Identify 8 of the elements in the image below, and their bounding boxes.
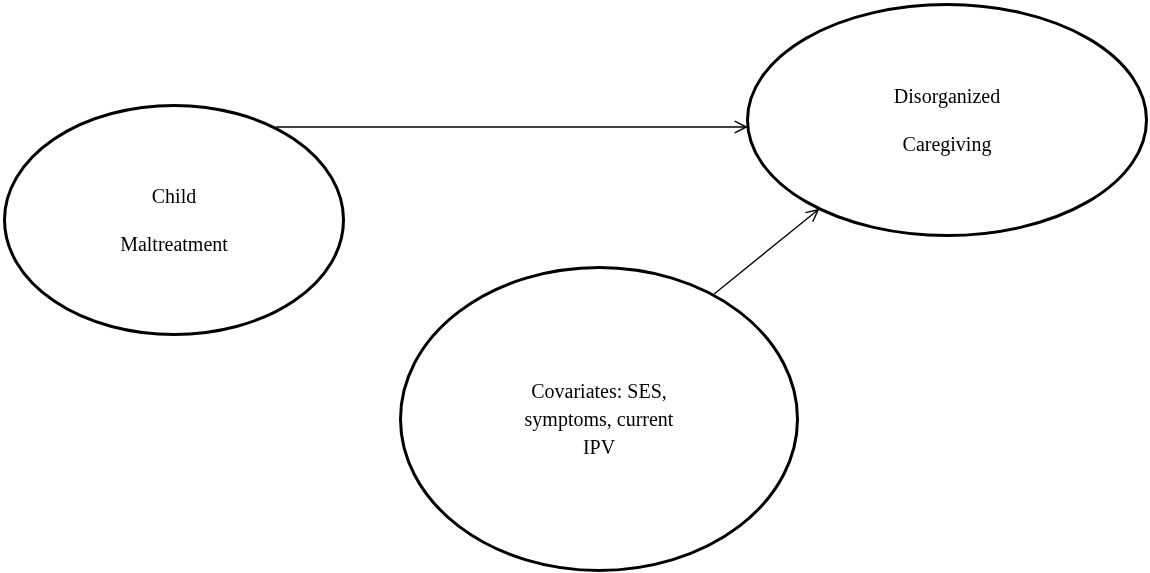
node-label: Disorganized Caregiving (892, 84, 1002, 158)
ellipse-node (399, 266, 799, 572)
node-label: Child Maltreatment (119, 184, 229, 257)
ellipse-node (3, 104, 345, 336)
arrow (713, 209, 819, 295)
node-label: Covariates: SES, symptoms, current IPV (523, 379, 675, 460)
ellipse-node (746, 3, 1148, 237)
arrow (275, 120, 748, 134)
